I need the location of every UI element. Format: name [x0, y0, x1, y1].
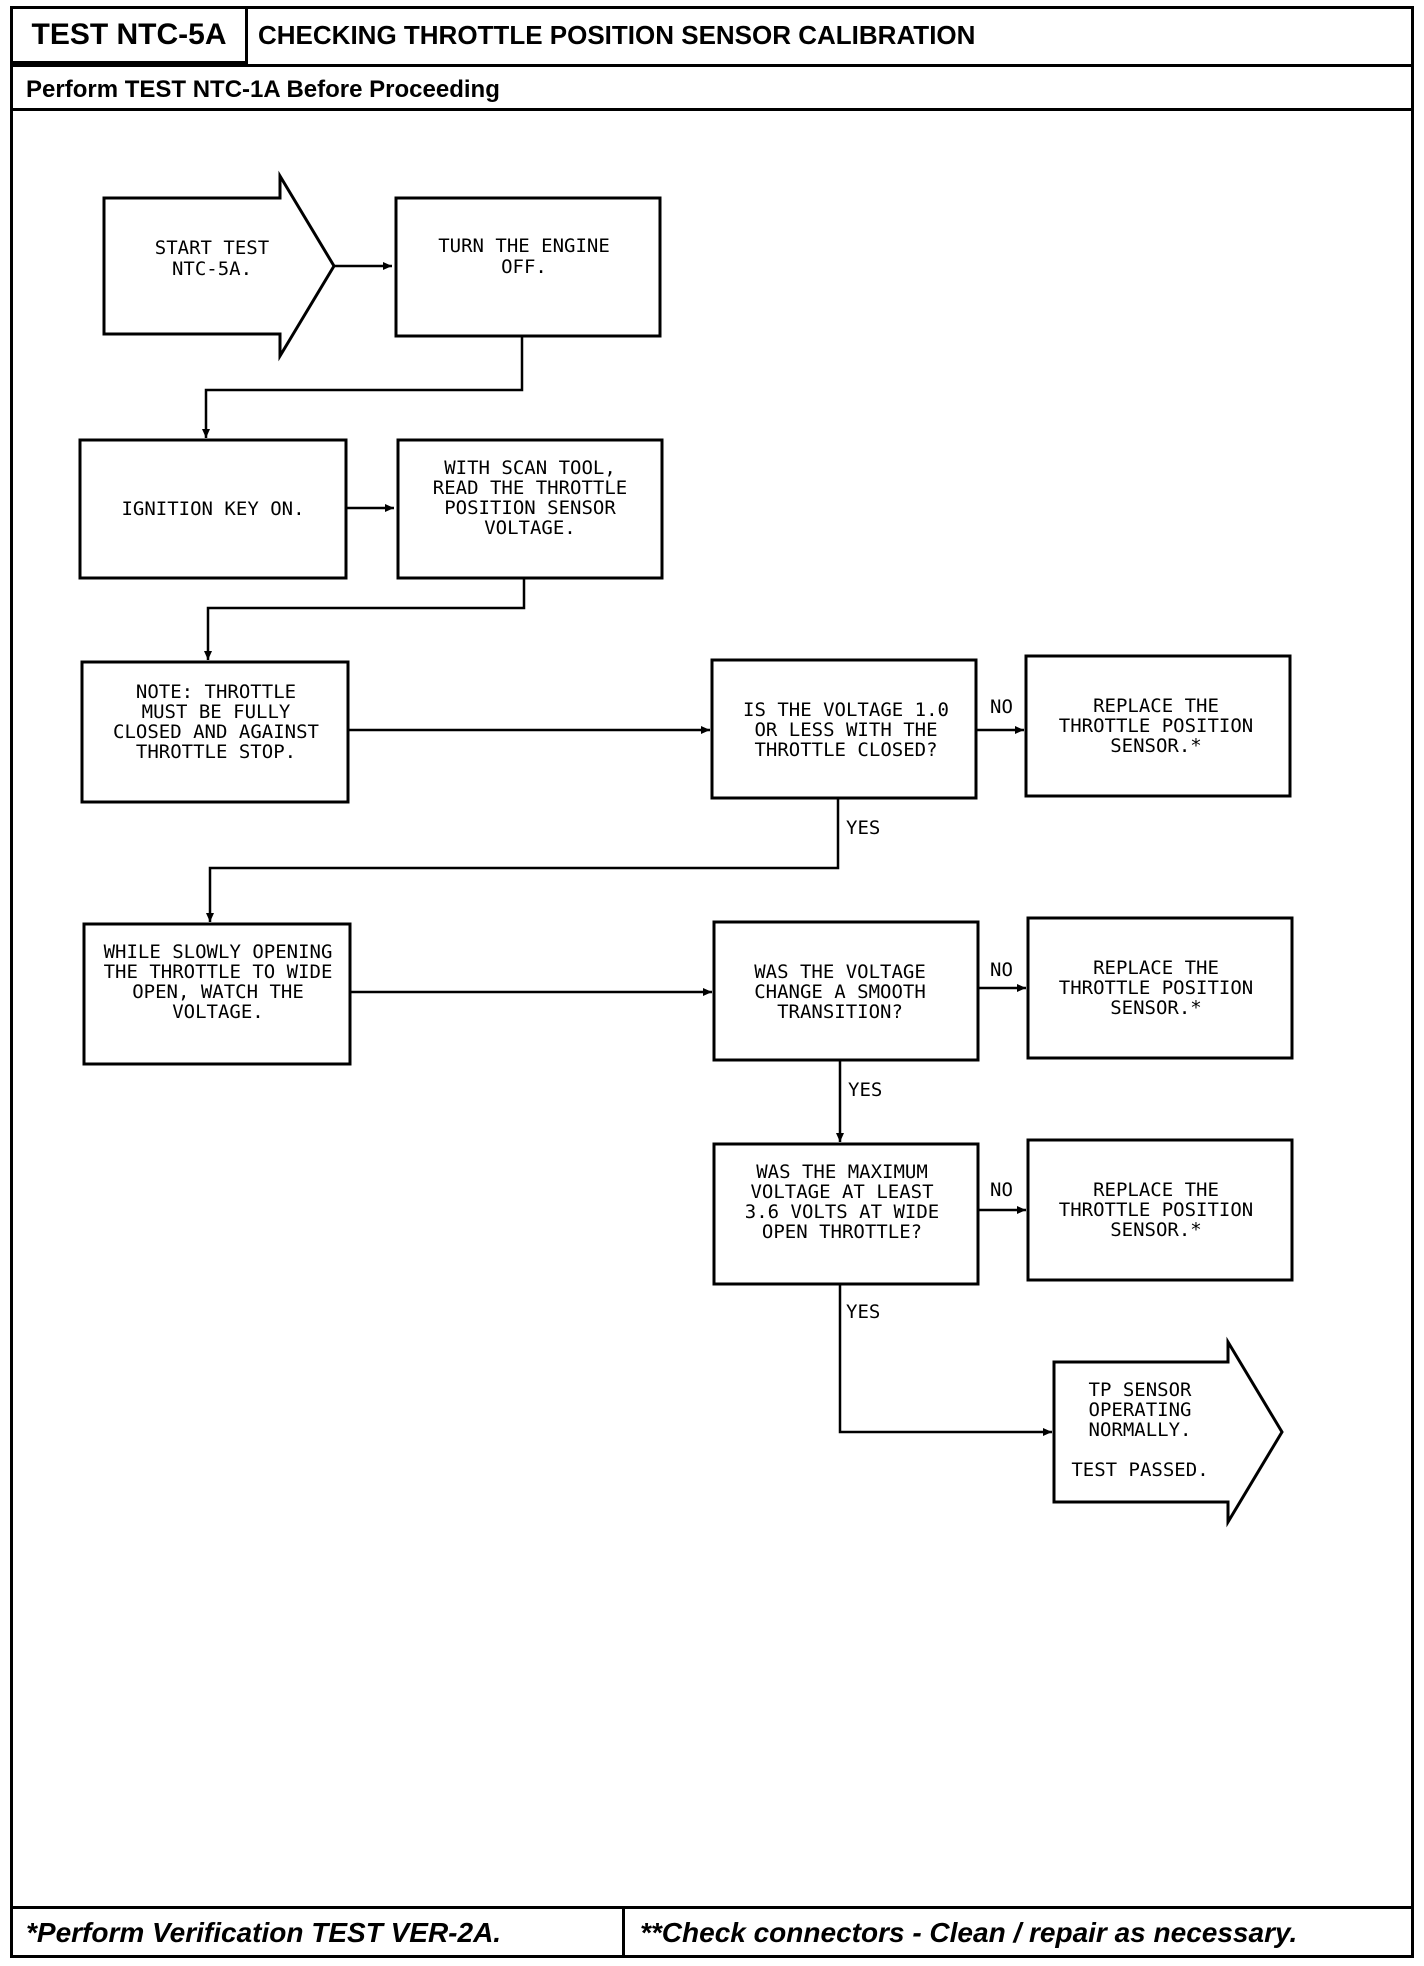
footer-connector-note: **Check connectors - Clean / repair as n…: [640, 1917, 1298, 1948]
start-arrow-shape: [102, 170, 336, 362]
open-throttle-line-2: THE THROTTLE TO WIDE: [104, 961, 333, 983]
ignition-box: [78, 438, 348, 580]
decision-1-line-1: IS THE VOLTAGE 1.0: [743, 699, 949, 721]
replace-3-step: REPLACE THE THROTTLE POSITION SENSOR.*: [1026, 1138, 1294, 1282]
replace-1-step: REPLACE THE THROTTLE POSITION SENSOR.*: [1024, 654, 1292, 798]
decision-1-no-label: NO: [990, 696, 1013, 718]
decision-1-step: IS THE VOLTAGE 1.0 OR LESS WITH THE THRO…: [710, 658, 978, 800]
engine-off-box: [394, 196, 662, 338]
arrow-decision-3-yes: [838, 1284, 1052, 1436]
decision-1-box: [710, 658, 978, 800]
scan-tool-line-2: READ THE THROTTLE: [433, 477, 627, 499]
test-id: TEST NTC-5A: [31, 18, 227, 51]
decision-2-box: [712, 920, 980, 1062]
decision-3-yes-label: YES: [846, 1301, 880, 1323]
decision-3-line-3: 3.6 VOLTS AT WIDE: [745, 1201, 939, 1223]
replace-2-line-2: THROTTLE POSITION: [1059, 977, 1253, 999]
decision-1-line-2: OR LESS WITH THE: [754, 719, 937, 741]
replace-1-line-3: SENSOR.*: [1110, 735, 1202, 757]
decision-3-line-1: WAS THE MAXIMUM: [756, 1161, 928, 1183]
subheader-divider: [10, 108, 1414, 111]
decision-3-no-label: NO: [990, 1179, 1013, 1201]
end-line-3: NORMALLY.: [1089, 1419, 1192, 1441]
ignition-step: IGNITION KEY ON.: [78, 438, 348, 580]
scan-tool-line-1: WITH SCAN TOOL,: [444, 457, 616, 479]
note-line-4: THROTTLE STOP.: [136, 741, 296, 763]
replace-3-line-3: SENSOR.*: [1110, 1219, 1202, 1241]
header-divider: [10, 64, 1414, 67]
engine-off-line-1: TURN THE ENGINE: [438, 235, 610, 257]
replace-3-box: [1026, 1138, 1294, 1282]
footer-column-divider: [622, 1906, 625, 1958]
scan-tool-box: [396, 438, 664, 580]
replace-2-line-1: REPLACE THE: [1093, 957, 1219, 979]
decision-2-line-3: TRANSITION?: [777, 1001, 903, 1023]
decision-2-step: WAS THE VOLTAGE CHANGE A SMOOTH TRANSITI…: [712, 920, 980, 1062]
arrow-decision-1-yes: [206, 798, 840, 922]
end-arrow-shape: [1052, 1336, 1284, 1528]
page-title: CHECKING THROTTLE POSITION SENSOR CALIBR…: [258, 20, 976, 50]
page-frame: [10, 6, 1414, 1958]
footer-verification-note: *Perform Verification TEST VER-2A.: [26, 1917, 502, 1948]
replace-1-line-1: REPLACE THE: [1093, 695, 1219, 717]
decision-3-box: [712, 1142, 980, 1286]
decision-3-line-2: VOLTAGE AT LEAST: [750, 1181, 933, 1203]
engine-off-step: TURN THE ENGINE OFF.: [394, 196, 662, 338]
open-throttle-step: WHILE SLOWLY OPENING THE THROTTLE TO WID…: [82, 922, 352, 1066]
note-step: NOTE: THROTTLE MUST BE FULLY CLOSED AND …: [80, 660, 350, 804]
end-step: TP SENSOR OPERATING NORMALLY. TEST PASSE…: [1052, 1336, 1284, 1528]
replace-2-line-3: SENSOR.*: [1110, 997, 1202, 1019]
end-line-5: TEST PASSED.: [1071, 1459, 1208, 1481]
start-line-1: START TEST: [155, 237, 269, 259]
note-line-1: NOTE: THROTTLE: [136, 681, 296, 703]
ignition-line-1: IGNITION KEY ON.: [121, 498, 304, 520]
start-step: START TEST NTC-5A.: [102, 170, 336, 362]
end-line-2: OPERATING: [1089, 1399, 1192, 1421]
replace-2-box: [1026, 916, 1294, 1060]
replace-2-step: REPLACE THE THROTTLE POSITION SENSOR.*: [1026, 916, 1294, 1060]
footer-divider: [10, 1906, 1414, 1909]
test-id-box: TEST NTC-5A: [10, 6, 248, 64]
end-line-1: TP SENSOR: [1089, 1379, 1193, 1401]
arrow-scan-tool-to-note: [204, 578, 526, 660]
connectors: [202, 262, 1052, 1436]
replace-1-line-2: THROTTLE POSITION: [1059, 715, 1253, 737]
decision-2-line-2: CHANGE A SMOOTH: [754, 981, 926, 1003]
note-box: [80, 660, 350, 804]
decision-1-yes-label: YES: [846, 817, 880, 839]
decision-2-yes-label: YES: [848, 1079, 882, 1101]
scan-tool-step: WITH SCAN TOOL, READ THE THROTTLE POSITI…: [396, 438, 664, 580]
open-throttle-line-3: OPEN, WATCH THE: [132, 981, 304, 1003]
start-line-2: NTC-5A.: [172, 258, 252, 280]
scan-tool-line-3: POSITION SENSOR: [444, 497, 616, 519]
replace-3-line-2: THROTTLE POSITION: [1059, 1199, 1253, 1221]
decision-1-line-3: THROTTLE CLOSED?: [754, 739, 937, 761]
open-throttle-box: [82, 922, 352, 1066]
replace-3-line-1: REPLACE THE: [1093, 1179, 1219, 1201]
decision-3-step: WAS THE MAXIMUM VOLTAGE AT LEAST 3.6 VOL…: [712, 1142, 980, 1286]
note-line-2: MUST BE FULLY: [142, 701, 291, 723]
open-throttle-line-4: VOLTAGE.: [172, 1001, 264, 1023]
decision-2-line-1: WAS THE VOLTAGE: [754, 961, 926, 983]
decision-2-no-label: NO: [990, 959, 1013, 981]
decision-3-line-4: OPEN THROTTLE?: [762, 1221, 922, 1243]
open-throttle-line-1: WHILE SLOWLY OPENING: [104, 941, 333, 963]
note-line-3: CLOSED AND AGAINST: [113, 721, 319, 743]
replace-1-box: [1024, 654, 1292, 798]
prerequisite-note: Perform TEST NTC-1A Before Proceeding: [26, 76, 500, 103]
arrow-engine-off-to-ignition: [202, 336, 524, 438]
engine-off-line-2: OFF.: [501, 256, 547, 278]
scan-tool-line-4: VOLTAGE.: [484, 517, 576, 539]
